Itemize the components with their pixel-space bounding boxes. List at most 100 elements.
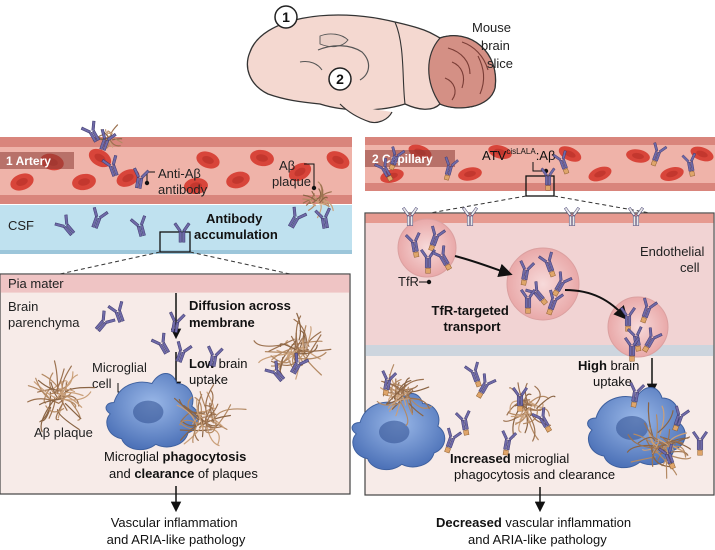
antibodies [54, 120, 708, 470]
low-uptake-label: Low brain [189, 356, 248, 371]
antibody [620, 306, 636, 332]
antibody [624, 336, 640, 362]
antibody [626, 326, 643, 352]
antibody [404, 232, 421, 258]
red-blood-cell [226, 171, 250, 189]
antibody [537, 251, 556, 278]
antibody [520, 288, 536, 314]
red-blood-cell [458, 167, 482, 181]
outcome-right-2: and ARIA-like pathology [468, 532, 607, 547]
transport-arrow-2 [564, 289, 628, 321]
red-blood-cell [626, 149, 650, 163]
antibody [512, 386, 528, 412]
antibody [99, 128, 117, 151]
marker-2-circle [328, 67, 352, 91]
csf-label: CSF [8, 218, 34, 233]
antibody [444, 427, 463, 454]
capillary-label: 2 Capillary [372, 152, 433, 166]
antibody [101, 154, 119, 177]
high-uptake-label: High brain [578, 358, 639, 373]
antibody [91, 206, 109, 229]
brain-parenchyma-label: Brain parenchyma [8, 299, 80, 330]
diffusion-label: Diffusion across membrane [189, 298, 294, 330]
antibody [94, 310, 116, 333]
microglia-cells [105, 373, 686, 471]
capillary-wall-top [365, 137, 715, 145]
antibody [454, 410, 471, 436]
low-uptake-label-2: uptake [189, 372, 228, 387]
zoom-box [159, 231, 191, 253]
artery-wall-bottom [0, 195, 352, 204]
antibody [629, 382, 646, 408]
antibody-accumulation-label: Antibody accumulation [194, 211, 278, 242]
antibody [462, 206, 478, 226]
outcome-left: Vascular inflammation and ARIA-like path… [107, 515, 246, 547]
amyloid-plaque [302, 181, 334, 219]
antibody [628, 206, 644, 226]
endothelial-cell-label: Endothelial cell [640, 244, 708, 275]
red-blood-cell [196, 151, 220, 169]
artery-label: 1 Artery [6, 154, 51, 168]
high-uptake-label-2: uptake [593, 374, 632, 389]
antibody [640, 297, 659, 324]
phagocytosis-label-2: and clearance of plaques [109, 466, 258, 481]
microglial-cell-label: Microglial cell [92, 360, 151, 391]
amyloid-plaque [174, 384, 247, 447]
outcome-right-1: Decreased vascular inflammation [436, 515, 631, 530]
artery-panel: 1 Artery CSF Antibody accumulation Pia m… [0, 137, 352, 547]
anti-abeta-antibody-label: Anti-Aβ antibody [158, 166, 208, 197]
antibody [173, 222, 191, 243]
antibody [475, 373, 497, 399]
antibody [681, 152, 697, 177]
antibody [388, 146, 406, 171]
capillary-panel: 2 Capillary ATVcisLALA:Aβ Endothelial ce… [364, 137, 715, 547]
antibody [289, 352, 310, 375]
marker-2-label: 2 [336, 71, 344, 87]
antibody [546, 289, 565, 316]
red-blood-cell [488, 144, 512, 160]
antibody [443, 156, 460, 181]
red-blood-cell [588, 166, 612, 182]
abeta-plaque-top-label: Aβ plaque [272, 158, 311, 189]
antibody [650, 142, 668, 167]
antibody [133, 167, 150, 189]
atv-label: ATVcisLALA:Aβ [482, 147, 555, 163]
basement-membrane [365, 345, 714, 356]
antibody [552, 150, 570, 175]
antibody [501, 430, 518, 456]
amyloid-plaque [27, 360, 96, 433]
pia-mater-label: Pia mater [8, 276, 64, 291]
red-blood-cell [250, 149, 274, 167]
antibody [402, 206, 418, 226]
antibody [551, 271, 573, 297]
mouse-brain-label: Mouse brain slice [472, 20, 515, 71]
antibody [150, 332, 171, 355]
antibody [672, 405, 691, 432]
capillary-wall-bottom [365, 183, 715, 191]
increased-label-2: phagocytosis and clearance [454, 467, 615, 482]
antibody [107, 300, 125, 323]
transport-arrow-1 [454, 255, 513, 278]
tfr-transport-label: TfR-targeted transport [432, 303, 513, 334]
antibody [641, 327, 663, 353]
antibody [463, 361, 482, 388]
artery-label-bg [0, 152, 74, 169]
red-blood-cell [184, 177, 208, 195]
antibody [287, 206, 308, 229]
antibody [129, 215, 147, 237]
csf-band [0, 205, 352, 252]
antibody [169, 311, 186, 333]
antibody [175, 340, 193, 363]
phagocytosis-label-1: Microglial phagocytosis [104, 449, 246, 464]
red-blood-cell [288, 162, 312, 182]
red-blood-cell [116, 169, 140, 187]
antibody [314, 207, 331, 229]
red-blood-cell [326, 151, 350, 169]
red-blood-cell [660, 166, 684, 182]
antibody [431, 245, 453, 271]
tfr-label: TfR [398, 274, 419, 289]
abeta-plaque-label: Aβ plaque [34, 425, 93, 440]
red-blood-cell [10, 173, 34, 191]
antibody [540, 167, 556, 191]
